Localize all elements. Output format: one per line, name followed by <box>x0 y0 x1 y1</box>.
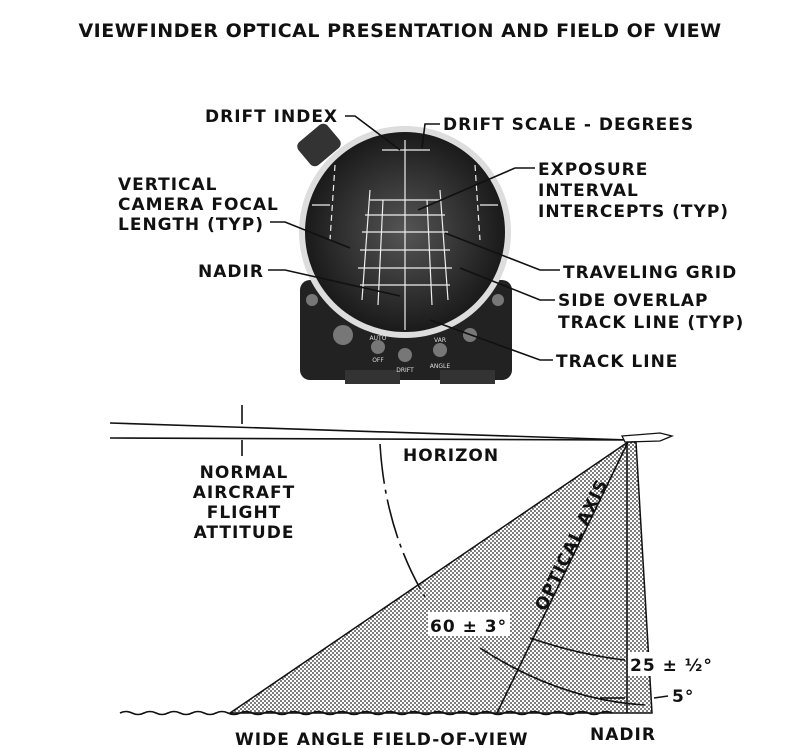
label-angle-25: 25 ± ½° <box>630 656 713 676</box>
label-focal-length-1: VERTICAL <box>118 175 217 195</box>
panel-knobs <box>306 294 504 362</box>
label-attitude-3: FLIGHT <box>207 503 282 523</box>
label-angle-60: 60 ± 3° <box>430 617 507 637</box>
label-attitude-2: AIRCRAFT <box>193 483 296 503</box>
ground-line <box>119 710 613 716</box>
angle-25-arc <box>529 637 626 661</box>
label-exposure-2: INTERVAL <box>538 181 639 201</box>
label-drift-index: DRIFT INDEX <box>205 107 338 127</box>
horizon-line <box>109 437 631 441</box>
label-side-overlap-2: TRACK LINE (TYP) <box>558 313 744 333</box>
panel-label-var: VAR <box>434 337 446 344</box>
angle-60-arc <box>379 443 426 598</box>
traveling-grid <box>312 140 498 330</box>
label-traveling-grid: TRAVELING GRID <box>563 263 737 283</box>
label-exposure-1: EXPOSURE <box>538 160 648 180</box>
angle-25-label-bg <box>628 652 718 676</box>
label-attitude-4: ATTITUDE <box>194 523 295 543</box>
label-nadir-fov: NADIR <box>590 725 656 745</box>
panel-label-drift: DRIFT <box>396 367 414 374</box>
panel-label-off: OFF <box>372 357 384 364</box>
label-nadir-viewfinder: NADIR <box>198 262 264 282</box>
label-angle-5: 5° <box>672 687 694 707</box>
panel-label-angle: ANGLE <box>430 363 451 370</box>
label-side-overlap-1: SIDE OVERLAP <box>558 291 709 311</box>
viewfinder-illustration: DRIFT AUTO OFF VAR ANGLE <box>297 123 512 384</box>
label-wide-angle: WIDE ANGLE FIELD-OF-VIEW <box>235 730 529 748</box>
label-focal-length-2: CAMERA FOCAL <box>118 195 279 215</box>
label-attitude-1: NORMAL <box>200 463 289 483</box>
label-drift-scale: DRIFT SCALE - DEGREES <box>443 115 694 135</box>
label-focal-length-3: LENGTH (TYP) <box>118 215 264 235</box>
aircraft-icon <box>620 432 675 443</box>
angle-5-arrows <box>600 695 669 699</box>
leader-lines <box>268 115 560 361</box>
optical-axis-line <box>496 441 629 714</box>
diagram-title: VIEWFINDER OPTICAL PRESENTATION AND FIEL… <box>78 20 721 42</box>
eyepiece-knob <box>297 123 341 167</box>
panel-label-auto: AUTO <box>370 335 387 342</box>
label-track-line: TRACK LINE <box>556 352 678 372</box>
flight-attitude-line <box>109 422 631 441</box>
label-exposure-3: INTERCEPTS (TYP) <box>538 202 729 222</box>
angle-60-arc-lower <box>479 647 646 706</box>
base-right <box>440 370 495 384</box>
label-horizon: HORIZON <box>403 446 499 466</box>
base-left <box>345 370 400 384</box>
angle-60-label-bg <box>428 612 510 636</box>
field-of-view-diagram <box>109 405 675 716</box>
